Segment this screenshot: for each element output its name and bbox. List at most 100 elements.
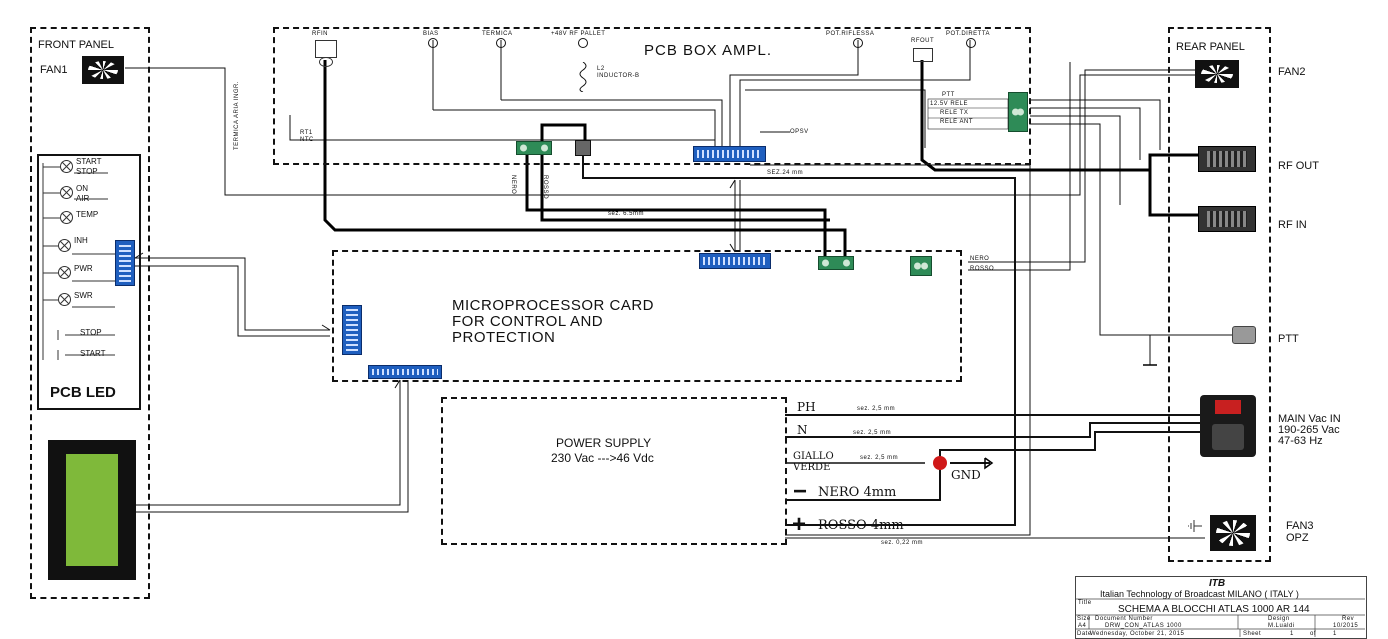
- title-block-grid: [1075, 598, 1365, 637]
- pcb-dc-terminal-icon: [575, 140, 591, 156]
- rfin-connector-icon: [315, 40, 337, 58]
- led-inh-label: INH: [74, 236, 88, 245]
- pwr-led-icon: [58, 266, 71, 279]
- main-vac-label: MAIN Vac IN: [1278, 413, 1341, 425]
- micro-left-connector: [342, 305, 362, 355]
- fan3-icon: [1210, 515, 1256, 551]
- title-block-company: Italian Technology of Broadcast MILANO (…: [1100, 589, 1299, 599]
- ps-gv-sez: sez. 2,5 mm: [860, 455, 899, 461]
- title-block: [1075, 576, 1367, 639]
- ps-minus-icon: −: [793, 478, 808, 505]
- ps-nero-label: NERO 4mm: [818, 485, 897, 500]
- led-on-label: ON: [76, 184, 88, 193]
- micro-card-title-2: FOR CONTROL AND: [452, 313, 604, 330]
- front-panel-title: FRONT PANEL: [38, 39, 114, 51]
- main-socket-icon: [1212, 424, 1244, 450]
- date-value: Wednesday, October 21, 2015: [1090, 631, 1185, 637]
- micro-top-connector: [699, 253, 771, 269]
- pcb-green-connector: [516, 141, 552, 155]
- doc-value: DRW_CON_ATLAS 1000: [1105, 623, 1182, 629]
- inductor-label-l2: L2: [597, 66, 605, 72]
- rf-in-connector-icon: [1198, 206, 1256, 232]
- led-temp-label: TEMP: [76, 210, 99, 219]
- rear-panel: [1168, 27, 1271, 562]
- fan3-ground-icon: [1188, 520, 1202, 532]
- ps-verde-label: VERDE: [793, 462, 831, 473]
- main-range-label: 190-265 Vac: [1278, 424, 1340, 436]
- temp-led-icon: [60, 211, 73, 224]
- rt1-label: RT1: [300, 130, 313, 136]
- micro-card-title-3: PROTECTION: [452, 329, 556, 346]
- termica-terminal-icon: [496, 38, 506, 48]
- pcb-cable-rosso-label: ROSSO: [542, 175, 548, 200]
- led-stop-label: STOP: [76, 167, 98, 176]
- label-bias: BIAS: [423, 31, 439, 37]
- label-rfout-top: RFOUT: [911, 38, 935, 44]
- start-button-label: START: [80, 349, 106, 358]
- relay-label-box: [927, 98, 1009, 130]
- microprocessor-card: [332, 250, 962, 382]
- led-start-label: START: [76, 157, 102, 166]
- front-panel: [30, 27, 150, 599]
- fan2-icon: [1195, 60, 1239, 88]
- diretta-terminal-icon: [966, 38, 976, 48]
- fan2-label: FAN2: [1278, 66, 1306, 78]
- cable-label-sez24: SEZ.24 mm: [767, 170, 804, 176]
- rev-value: 10/2015: [1333, 623, 1359, 629]
- pcb-led-label: PCB LED: [50, 384, 116, 401]
- title-block-title: SCHEMA A BLOCCHI ATLAS 1000 AR 144: [1118, 604, 1310, 615]
- pcb-main-connector: [693, 146, 766, 162]
- itb-logo: ITB: [1209, 578, 1226, 589]
- gnd-label: GND: [951, 468, 981, 482]
- label-termica: TERMICA: [482, 31, 513, 37]
- fan1-label: FAN1: [40, 64, 68, 76]
- ps-n-label: N: [797, 423, 808, 437]
- pcb-box-title: PCB BOX AMPL.: [644, 42, 773, 59]
- riflessa-terminal-icon: [853, 38, 863, 48]
- ps-ph-sez: sez. 2,5 mm: [857, 406, 896, 412]
- stop-button-label: STOP: [80, 328, 102, 337]
- led-pwr-label: PWR: [74, 264, 93, 273]
- gnd-point-icon: [933, 456, 947, 470]
- fan1-icon: [82, 56, 124, 84]
- pcb-led-panel: [37, 154, 141, 410]
- ptt-jack-icon: [1232, 326, 1256, 344]
- rev-field-label: Rev: [1342, 616, 1355, 622]
- rfin-jack-icon: [319, 57, 333, 67]
- rear-panel-title: REAR PANEL: [1176, 41, 1245, 53]
- date-field-label: Date: [1077, 631, 1092, 637]
- rf-out-connector-icon: [1198, 146, 1256, 172]
- cable-label-rosso: ROSSO: [970, 266, 995, 272]
- rf-out-label: RF OUT: [1278, 160, 1319, 172]
- inh-led-icon: [58, 239, 71, 252]
- label-pot-riflessa: POT.RIFLESSA: [826, 31, 875, 37]
- fan3-opz-label: OPZ: [1286, 532, 1309, 544]
- relay-tx-label: RELE TX: [940, 110, 969, 116]
- fan3-label: FAN3: [1286, 520, 1314, 532]
- relay-ant-label: RELE ANT: [940, 119, 974, 125]
- label-rfin: RFIN: [312, 31, 328, 37]
- swr-led-icon: [58, 293, 71, 306]
- micro-green-connector-1: [818, 256, 854, 270]
- cable-label-nero: NERO: [970, 256, 990, 262]
- micro-card-title-1: MICROPROCESSOR CARD: [452, 297, 655, 314]
- micro-green-connector-2: [910, 256, 932, 276]
- size-field-label: Size: [1077, 616, 1091, 622]
- ps-subtitle: 230 Vac --->46 Vdc: [551, 451, 654, 465]
- main-switch-icon: [1215, 400, 1241, 414]
- design-field-label: Design: [1268, 616, 1290, 622]
- ps-title: POWER SUPPLY: [556, 436, 652, 450]
- opsv-label: OPSV: [790, 129, 809, 135]
- sheet-field-label: Sheet: [1243, 631, 1262, 637]
- ntc-label: NTC: [300, 137, 314, 143]
- led-swr-label: SWR: [74, 291, 93, 300]
- sheet-of-label: of: [1310, 631, 1317, 637]
- inductor-icon: [579, 62, 587, 92]
- micro-bottom-connector: [368, 365, 442, 379]
- lcd-display: [48, 440, 136, 580]
- relay-125v-label: 12.5V RELE: [930, 101, 969, 107]
- sheet-value: 1: [1290, 631, 1294, 637]
- main-freq-label: 47-63 Hz: [1278, 435, 1323, 447]
- design-value: M.Lualdi: [1268, 623, 1295, 629]
- cable-label-sez022: sez. 0,22 mm: [881, 540, 924, 546]
